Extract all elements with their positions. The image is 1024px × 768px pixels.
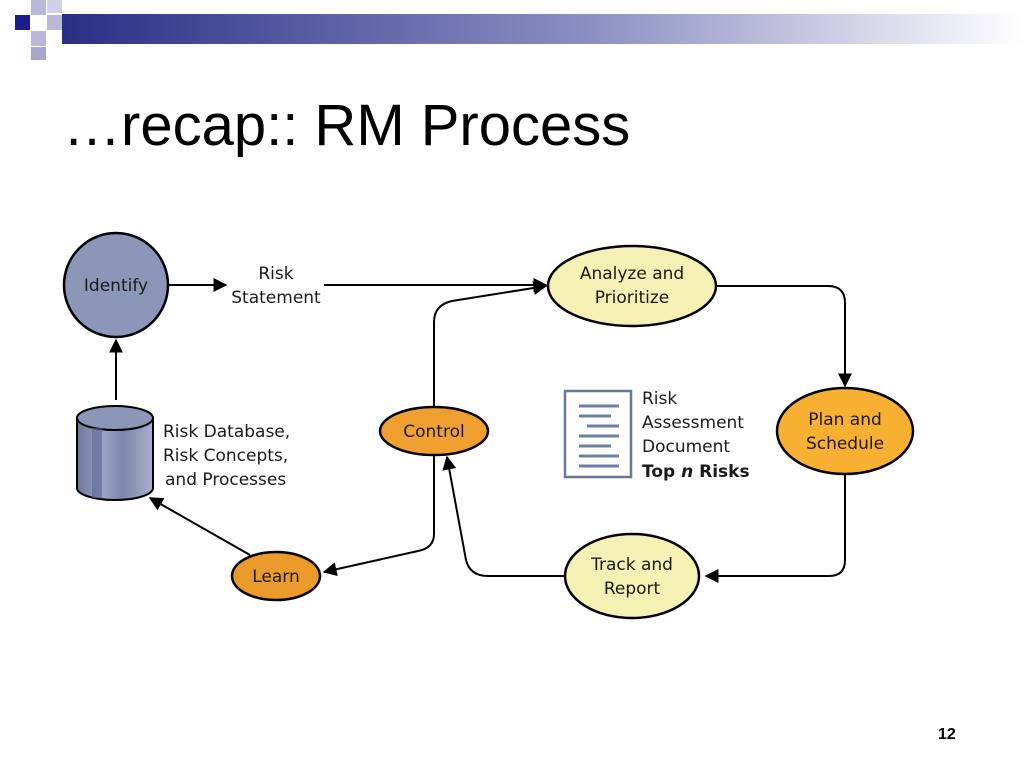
arrow-plan-to-track — [704, 475, 846, 583]
svg-text:Report: Report — [604, 579, 661, 599]
svg-text:Risk: Risk — [642, 389, 677, 409]
header-decoration — [15, 0, 1024, 60]
svg-text:Schedule: Schedule — [806, 434, 884, 454]
arrow-control-to-learn — [322, 455, 435, 577]
svg-text:Risk Database,: Risk Database, — [163, 422, 290, 442]
track-node: Track and Report — [563, 532, 701, 620]
document-icon — [563, 389, 633, 479]
svg-text:Control: Control — [403, 422, 464, 442]
arrow-track-to-control — [442, 455, 565, 577]
svg-text:Statement: Statement — [231, 288, 321, 308]
svg-text:Analyze and: Analyze and — [580, 264, 684, 284]
svg-text:Document: Document — [642, 437, 730, 457]
svg-text:Risk Concepts,: Risk Concepts, — [163, 446, 288, 466]
svg-text:Assessment: Assessment — [642, 413, 744, 433]
svg-text:Track and: Track and — [590, 555, 673, 575]
svg-text:Prioritize: Prioritize — [595, 288, 670, 308]
svg-text:Learn: Learn — [252, 567, 300, 587]
database-label: Risk Database, Risk Concepts, and Proces… — [163, 422, 290, 490]
risk-statement-label: Risk Statement — [231, 264, 321, 308]
top-n-risks-label: Top n Risks — [642, 462, 750, 482]
connectors — [109, 278, 852, 583]
arrow-control-to-analyze — [433, 281, 548, 408]
slide-title: …recap:: RM Process — [63, 93, 631, 158]
identify-label: Identify — [84, 276, 148, 296]
svg-text:Plan and: Plan and — [808, 410, 882, 430]
plan-node: Plan and Schedule — [775, 386, 915, 476]
svg-text:and Processes: and Processes — [165, 470, 286, 490]
document-label: Risk Assessment Document Top n Risks — [642, 389, 750, 482]
analyze-node: Analyze and Prioritize — [546, 244, 718, 328]
database-icon — [76, 405, 154, 501]
arrow-learn-to-database — [148, 497, 251, 556]
control-node: Control — [378, 405, 490, 457]
svg-text:Risk: Risk — [258, 264, 293, 284]
page-number: 12 — [938, 726, 956, 743]
identify-node: Identify — [62, 231, 170, 339]
arrow-analyze-to-plan — [717, 285, 852, 388]
learn-node: Learn — [230, 550, 322, 602]
